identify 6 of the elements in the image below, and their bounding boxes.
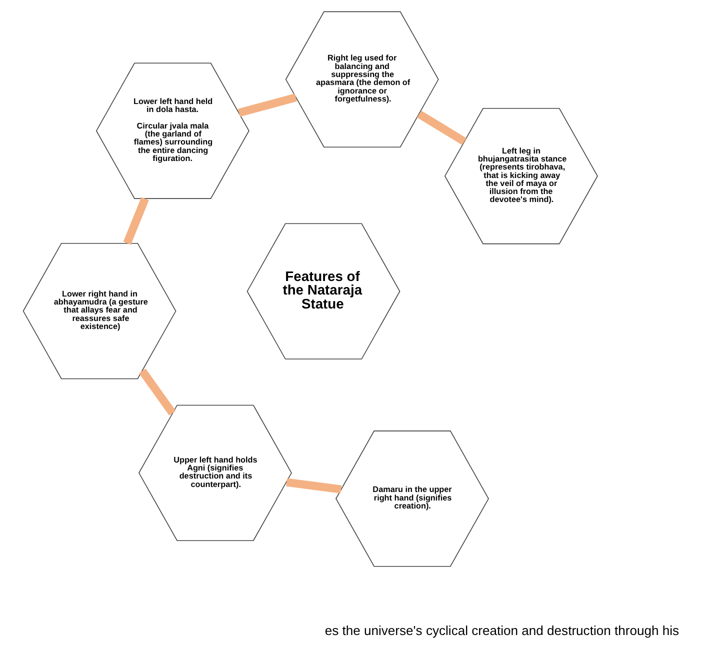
connector — [237, 93, 296, 117]
connector — [286, 478, 342, 494]
connector — [138, 368, 176, 416]
connector — [416, 110, 466, 146]
label: es the universe's cyclical creation and destruction through his — [324, 622, 679, 638]
connector — [122, 197, 148, 245]
